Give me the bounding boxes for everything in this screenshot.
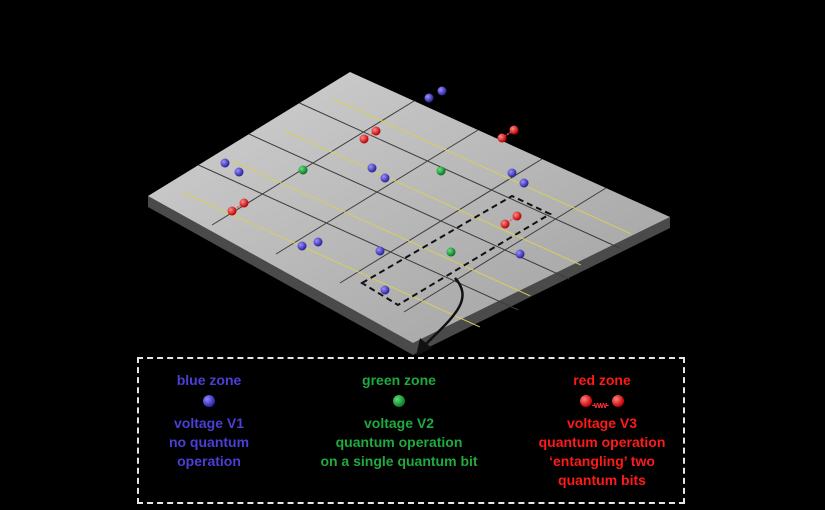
red-qubit-pair-3-a [497, 133, 507, 143]
red-zone-line-1: voltage V3 [566, 415, 638, 431]
qubits [220, 86, 529, 295]
red-qubit-pair-4-b [512, 211, 522, 221]
blue-zone-line-3: operation [177, 453, 241, 469]
blue-qubit-13 [515, 249, 525, 259]
blue-zone-line-2: no quantum [168, 434, 250, 450]
red-qubit-pair-2-a [227, 206, 237, 216]
entangled-qubits-icon: -ww- [580, 394, 624, 410]
red-qubit-pair-1-a [359, 134, 369, 144]
rail-1 [333, 98, 632, 235]
blue-qubit-12 [380, 285, 390, 295]
grid-line-1 [299, 102, 620, 249]
blue-qubit-5 [367, 163, 377, 173]
red-zone-line-2: quantum operation [538, 434, 666, 450]
green-zone-legend: green zone voltage V2 quantum operation … [299, 371, 499, 471]
blue-zone-line-1: voltage V1 [173, 415, 245, 431]
red-qubit-pair-4-a [500, 219, 510, 229]
blue-qubit-3 [220, 158, 230, 168]
red-qubit-pair-1-b [371, 126, 381, 136]
blue-qubit-8 [519, 178, 529, 188]
rail-2 [282, 129, 581, 266]
selected-zone-outline [360, 194, 553, 307]
arrow-head [416, 338, 432, 356]
blue-qubit-4 [234, 167, 244, 177]
chip-surface [148, 72, 670, 343]
grid-line-3 [198, 164, 519, 311]
green-zone-line-2: quantum operation [335, 434, 463, 450]
green-qubit-3 [446, 247, 456, 257]
blue-qubit-9 [297, 241, 307, 251]
red-zone-legend: red zone -ww- voltage V3 quantum operati… [517, 371, 687, 490]
red-qubit-pair-3-b [509, 125, 519, 135]
green-qubit-1 [298, 165, 308, 175]
rail-3 [232, 160, 531, 297]
blue-qubit-6 [380, 173, 390, 183]
grid-cross-line-3 [339, 158, 543, 284]
blue-qubit-10 [313, 237, 323, 247]
blue-zone-title: blue zone [176, 372, 242, 388]
blue-zone-legend: blue zone voltage V1 no quantum operatio… [139, 371, 279, 471]
blue-qubit-icon [203, 394, 215, 410]
green-zone-title: green zone [362, 372, 436, 388]
green-qubit-icon [393, 394, 405, 410]
pointer-arrow [423, 277, 464, 347]
red-zone-title: red zone [573, 372, 631, 388]
grid-cross-line-4 [403, 187, 607, 313]
red-zone-line-4: quantum bits [558, 472, 646, 488]
blue-qubit-11 [375, 246, 385, 256]
blue-qubit-2 [437, 86, 447, 96]
green-zone-line-1: voltage V2 [363, 415, 435, 431]
chip-side [148, 196, 670, 355]
green-zone-line-3: on a single quantum bit [320, 453, 478, 469]
red-qubit-pair-2-b [239, 198, 249, 208]
green-qubit-2 [436, 166, 446, 176]
red-zone-line-3: ‘entangling’ two [549, 453, 655, 469]
legend-box: blue zone voltage V1 no quantum operatio… [137, 357, 685, 504]
grid-cross-line-2 [275, 129, 479, 255]
blue-qubit-7 [507, 168, 517, 178]
blue-qubit-1 [424, 93, 434, 103]
entanglement-spring-icon: -ww- [592, 400, 609, 410]
